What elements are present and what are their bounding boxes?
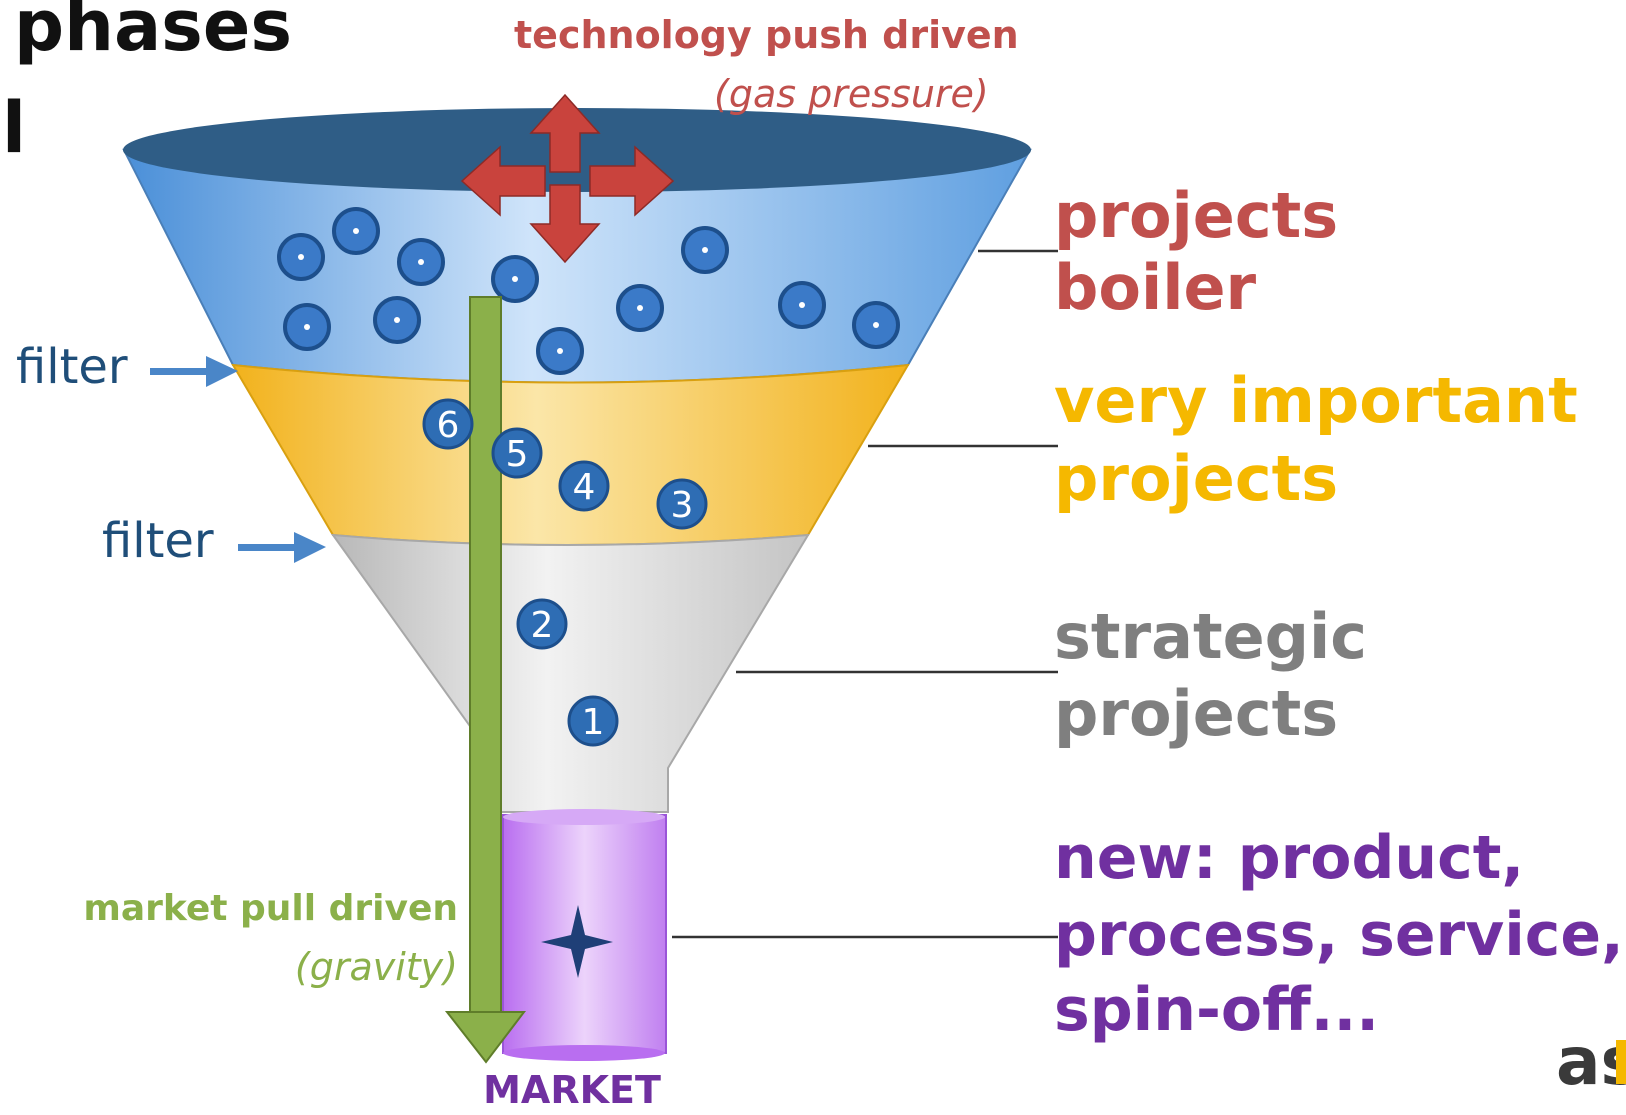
filter-label-1: filter [16, 339, 128, 395]
heading-line2: l [2, 87, 26, 169]
numbered-project-label: 2 [531, 605, 554, 646]
category-new-line1: new: product, [1054, 823, 1524, 893]
category-important-line1: very important [1054, 364, 1578, 437]
category-boiler-line1: projects [1054, 179, 1338, 252]
logo: as [1556, 1023, 1626, 1100]
numbered-project-label: 4 [573, 467, 596, 508]
numbered-project-label: 3 [671, 485, 694, 526]
boiler-project-dot-center [873, 322, 879, 328]
numbered-project-dots: 1 2 3 4 5 6 [422, 398, 708, 747]
heading-line1: phases [14, 0, 292, 67]
category-connectors [672, 249, 1058, 939]
boiler-project-dot-center [394, 317, 400, 323]
boiler-project-dots [277, 207, 900, 375]
boiler-project-dot-center [418, 259, 424, 265]
numbered-project-circle [422, 398, 474, 450]
market-cylinder-bottom [503, 1045, 665, 1061]
numbered-project-circle [491, 427, 543, 479]
numbered-project-circle [567, 695, 619, 747]
market-label: MARKET [483, 1068, 661, 1110]
push-arrows-icon [460, 93, 675, 264]
push-subtitle: (gas pressure) [714, 72, 989, 116]
numbered-project-circle [656, 478, 708, 530]
market-cylinder-top [503, 809, 665, 825]
boiler-project-dot-center [702, 247, 708, 253]
numbered-project-circle [558, 460, 610, 512]
category-strategic-line1: strategic [1054, 600, 1367, 673]
pull-arrow-icon [444, 296, 527, 1064]
boiler-project-dot-center [512, 276, 518, 282]
numbered-project-label: 1 [582, 702, 605, 743]
logo-accent [1616, 1040, 1626, 1084]
category-important-line2: projects [1054, 442, 1338, 515]
boiler-project-dot-center [298, 254, 304, 260]
boiler-project-dot-center [304, 324, 310, 330]
category-new-line3: spin-off... [1054, 975, 1379, 1045]
pull-subtitle: (gravity) [295, 945, 458, 989]
funnel-strategic-band [330, 533, 810, 813]
numbered-project-circle [516, 598, 568, 650]
boiler-project-dot-center [637, 305, 643, 311]
filter-label-2: filter [102, 513, 214, 569]
star-icon [541, 905, 613, 978]
boiler-project-dot-center [799, 302, 805, 308]
category-boiler-line2: boiler [1054, 251, 1257, 324]
numbered-project-label: 5 [506, 434, 529, 475]
category-strategic-line2: projects [1054, 677, 1338, 750]
filter-arrow-icon [150, 356, 326, 563]
push-title: technology push driven [514, 13, 1019, 57]
boiler-project-dot-center [557, 348, 563, 354]
boiler-project-dot-center [353, 228, 359, 234]
pull-title: market pull driven [83, 888, 458, 929]
category-new-line2: process, service, [1054, 900, 1624, 970]
funnel-important-band [231, 363, 910, 546]
numbered-project-label: 6 [437, 405, 460, 446]
